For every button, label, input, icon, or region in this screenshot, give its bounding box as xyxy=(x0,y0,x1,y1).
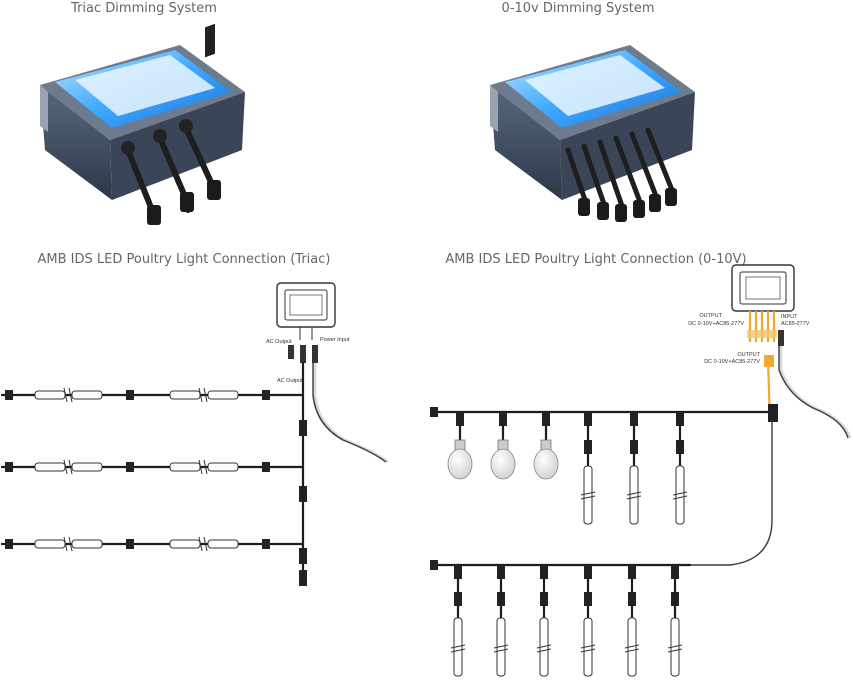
triac-cable-2 xyxy=(153,129,194,213)
triac-connector-power xyxy=(312,345,318,363)
dim010-diagram-box xyxy=(731,264,795,312)
dim010-diagram: OUTPUT DC 0-10V+AC85-277V INPUT AC85-277… xyxy=(430,264,852,677)
dim010-bottom-tubes xyxy=(450,563,683,677)
tube-top-3 xyxy=(672,410,688,525)
dim010-control-box xyxy=(490,45,695,222)
bulb-3 xyxy=(533,410,559,480)
dim010-label-input: INPUT xyxy=(781,314,798,320)
dim010-top-bulbs xyxy=(447,410,559,480)
tube-bottom-3 xyxy=(536,563,552,677)
dim010-panel-label xyxy=(525,55,665,116)
tube-top-1 xyxy=(580,410,596,525)
triac-control-box xyxy=(40,23,245,225)
triac-connector-left xyxy=(288,345,294,359)
tube-bottom-2 xyxy=(493,563,509,677)
tube-bottom-4 xyxy=(580,563,596,677)
dim010-input-connector xyxy=(778,330,784,346)
triac-diagram: AC Output Power Input AC Output xyxy=(0,282,389,587)
triac-cable-3 xyxy=(179,119,221,200)
bulb-1 xyxy=(447,410,473,480)
title-triac-connection: AMB IDS LED Poultry Light Connection (Tr… xyxy=(38,252,331,267)
tube-bottom-5 xyxy=(624,563,640,677)
triac-connector-ac xyxy=(300,345,306,363)
triac-label-ac-output-top: AC Output xyxy=(266,339,292,345)
triac-label-ac-output-side: AC Output xyxy=(277,378,303,384)
triac-panel-label xyxy=(75,55,215,116)
triac-row-2 xyxy=(0,459,305,475)
dim010-cables xyxy=(565,127,675,209)
triac-row-1 xyxy=(0,387,305,403)
dim010-power-cable xyxy=(779,346,852,439)
bulb-2 xyxy=(490,410,516,480)
tube-bottom-6 xyxy=(667,563,683,677)
dim010-power-cable-outline xyxy=(778,346,849,439)
dim010-orange-wires xyxy=(747,311,777,421)
triac-row-3 xyxy=(0,536,305,552)
dim010-label-output-mid-spec: DC 0-10V+AC85-277V xyxy=(704,359,760,365)
triac-diagram-box xyxy=(276,282,336,340)
title-010v-system: 0-10v Dimming System xyxy=(502,1,655,16)
dim010-label-output-mid: OUTPUT xyxy=(737,352,760,358)
dim010-label-output-top: OUTPUT xyxy=(699,313,722,319)
triac-power-cable-outline xyxy=(312,363,387,463)
dim010-down-curve xyxy=(690,519,773,566)
title-triac-system: Triac Dimming System xyxy=(70,1,217,16)
triac-label-power-input: Power Input xyxy=(320,337,350,343)
title-010v-connection: AMB IDS LED Poultry Light Connection (0-… xyxy=(445,252,746,267)
dim010-label-input-spec: AC85-277V xyxy=(781,321,810,327)
triac-cable-1 xyxy=(121,141,161,225)
triac-power-cable xyxy=(313,363,389,464)
dim010-top-tubes xyxy=(580,410,688,525)
tube-top-2 xyxy=(626,410,642,525)
dim010-plugs xyxy=(578,188,677,222)
tube-bottom-1 xyxy=(450,563,466,677)
dim010-label-output-top-spec: DC 0-10V+AC85-277V xyxy=(688,321,744,327)
